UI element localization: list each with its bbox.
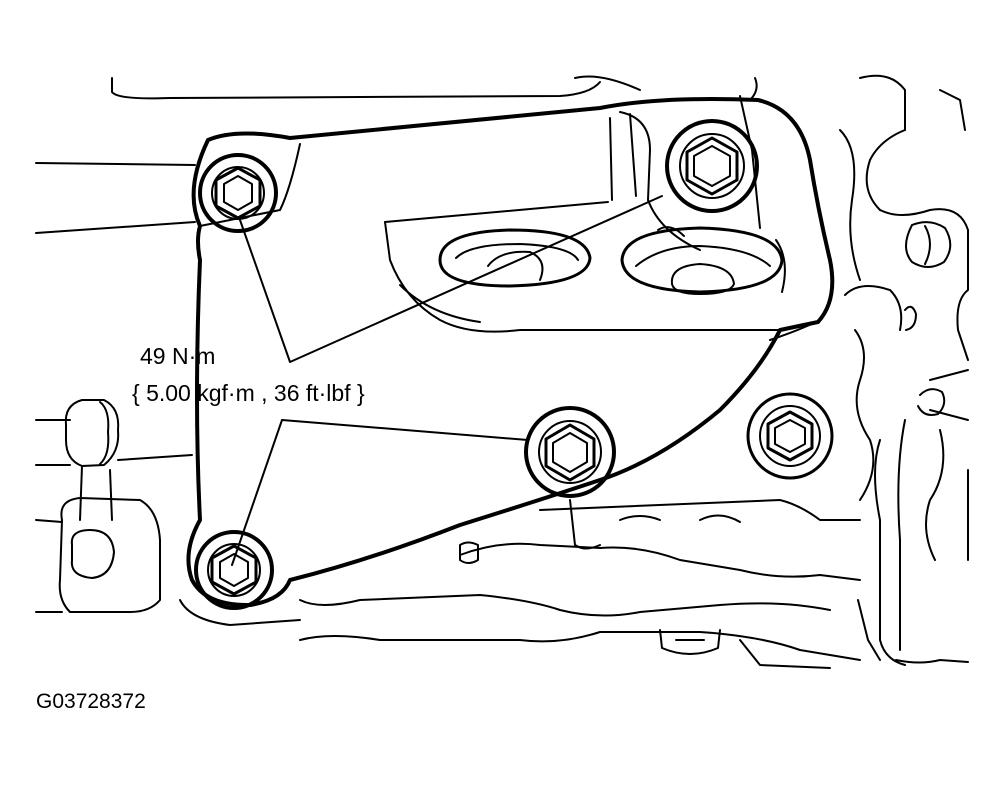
bolt-center [524, 406, 616, 498]
left-stud-assembly [35, 399, 193, 613]
torque-spec-metric: 49 N·m [140, 343, 216, 369]
left-edge-reference-lines [35, 162, 196, 234]
bolt-lower-left [194, 530, 274, 610]
mount-insulator [384, 95, 821, 341]
bolt-right-engine [746, 392, 834, 480]
bolt-upper-left [198, 153, 278, 233]
bolt-upper-right [665, 119, 759, 213]
torque-spec-conversions: { 5.00 kgf·m , 36 ft·lbf } [132, 380, 365, 406]
leader-lines [231, 195, 663, 566]
figure-code: G03728372 [36, 690, 146, 713]
engine-block-outline [111, 74, 969, 669]
